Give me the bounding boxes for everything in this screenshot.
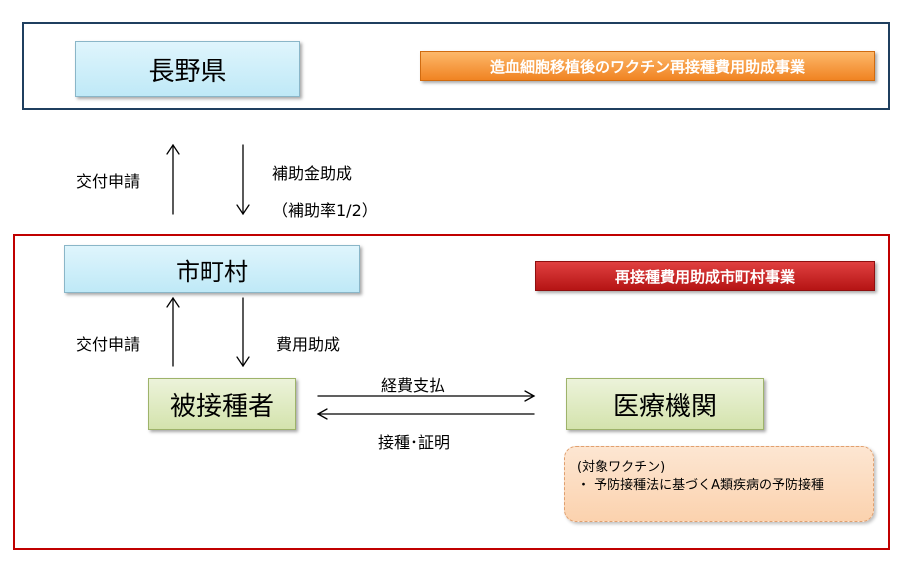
prefecture-program-label: 造血細胞移植後のワクチン再接種費用助成事業 — [489, 57, 805, 76]
municipality-box: 市町村 — [64, 245, 360, 293]
prefecture-program-banner: 造血細胞移植後のワクチン再接種費用助成事業 — [420, 51, 875, 81]
prefecture-frame — [22, 22, 890, 110]
muni-application-arrow — [166, 296, 180, 367]
proof-arrow — [316, 408, 535, 420]
payment-label: 経費支払 — [381, 376, 446, 395]
proof-label: 接種･証明 — [378, 433, 451, 452]
muni-application-label: 交付申請 — [76, 335, 141, 354]
recipient-box: 被接種者 — [148, 378, 296, 430]
municipality-frame — [13, 234, 890, 550]
municipality-program-banner: 再接種費用助成市町村事業 — [535, 261, 875, 291]
muni-subsidy-arrow — [236, 297, 250, 368]
pref-subsidy-arrow — [236, 144, 250, 216]
medical-institution-name: 医療機関 — [612, 391, 717, 422]
prefecture-name: 長野県 — [148, 56, 227, 87]
target-vaccine-note: (対象ワクチン) ・ 予防接種法に基づくA類疾病の予防接種 — [564, 446, 874, 522]
pref-application-label: 交付申請 — [76, 172, 141, 191]
muni-subsidy-label: 費用助成 — [276, 335, 341, 354]
municipality-program-label: 再接種費用助成市町村事業 — [614, 267, 795, 286]
pref-application-arrow — [166, 143, 180, 215]
medical-institution-box: 医療機関 — [566, 378, 764, 430]
note-item: ・ 予防接種法に基づくA類疾病の予防接種 — [577, 478, 825, 493]
recipient-name: 被接種者 — [169, 391, 274, 422]
municipality-name: 市町村 — [176, 257, 248, 286]
prefecture-box: 長野県 — [75, 41, 300, 97]
pref-subsidy-rate-label: （補助率1/2） — [272, 201, 378, 220]
payment-arrow — [317, 390, 536, 402]
pref-subsidy-label: 補助金助成 — [272, 164, 353, 183]
note-title: (対象ワクチン) — [577, 460, 666, 475]
